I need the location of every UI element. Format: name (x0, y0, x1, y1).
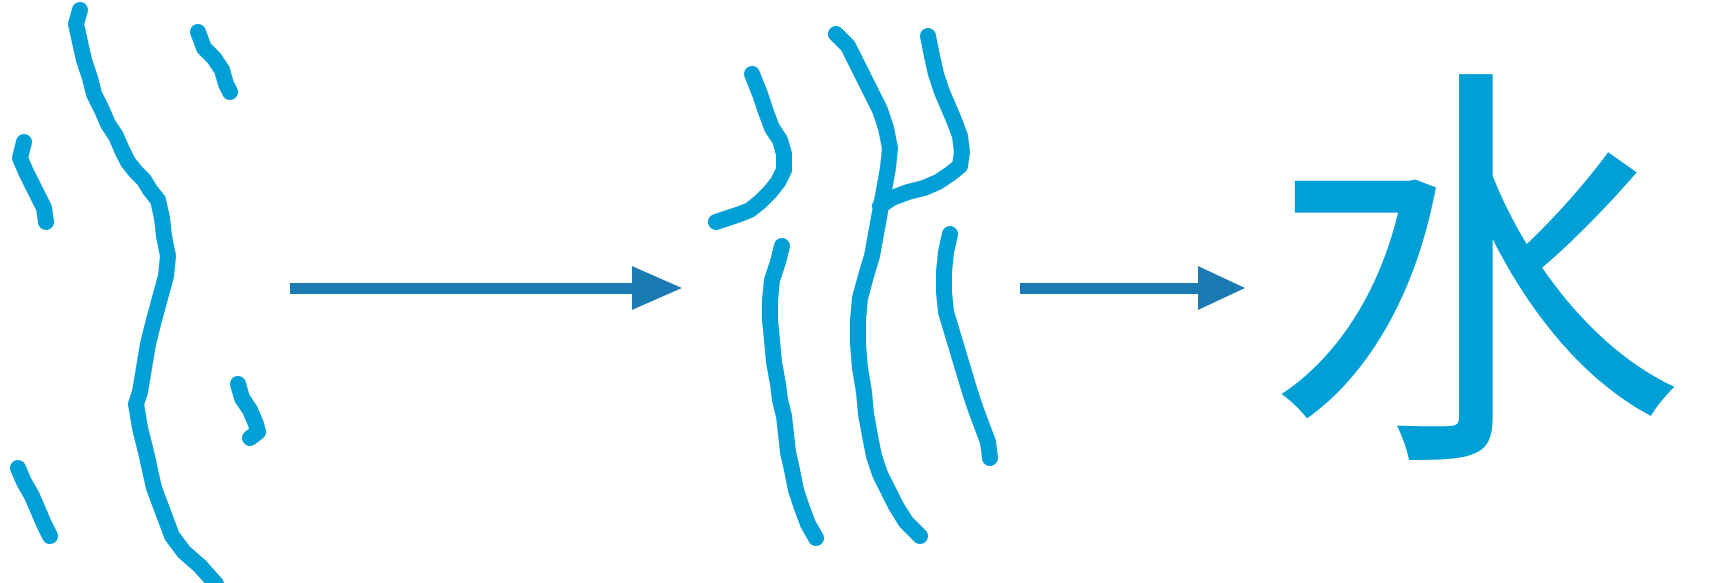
stage-scattered-strokes (10, 2, 266, 583)
recognized-character: 水 (1265, 37, 1685, 526)
assembled-stroke-left-lower (762, 238, 824, 546)
arrow-stage1-to-stage2 (290, 266, 682, 310)
arrow-head (632, 266, 682, 310)
scattered-stroke-right-dot (230, 376, 266, 446)
assembled-stroke-left-hook (708, 66, 792, 230)
arrow-shaft (290, 283, 635, 294)
scattered-stroke-top-right (190, 24, 238, 100)
assembled-stroke-right-hook (872, 28, 970, 214)
stage-assembled-strokes (708, 26, 998, 546)
scattered-stroke-long-center (68, 2, 224, 583)
scattered-stroke-left-upper (12, 134, 54, 230)
assembled-stroke-center-vertical (828, 26, 928, 544)
arrow-head (1198, 266, 1245, 310)
arrow-shaft (1020, 283, 1205, 294)
assembled-stroke-right-sweep (936, 226, 998, 466)
scattered-stroke-left-lower (10, 460, 58, 544)
arrow-stage2-to-stage3 (1020, 266, 1245, 310)
